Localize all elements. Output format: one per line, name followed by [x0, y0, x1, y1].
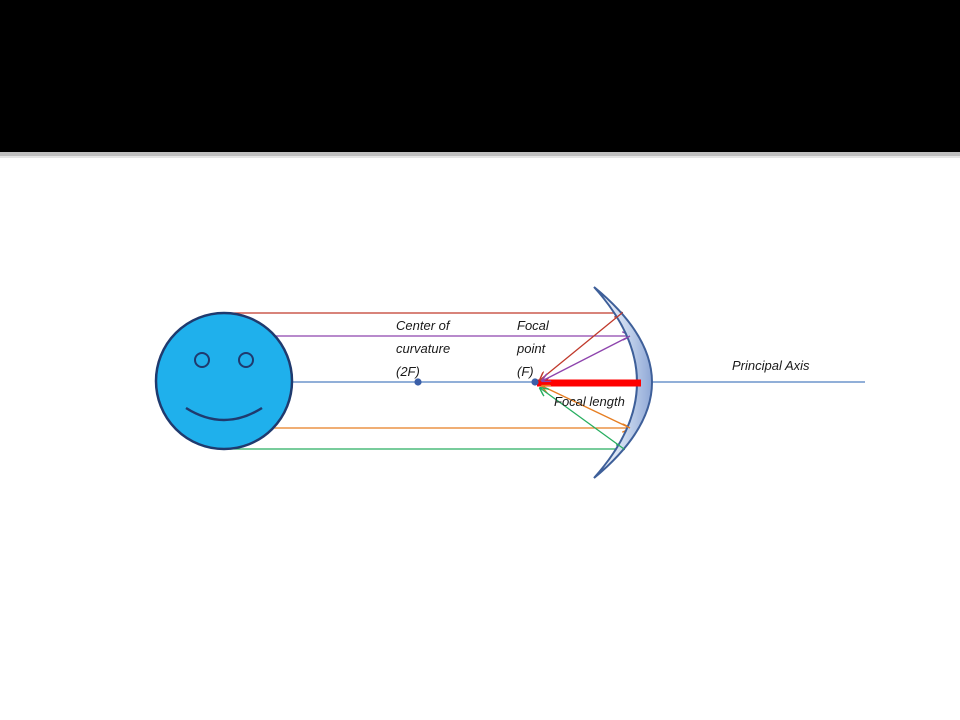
focal-point-label-line2: point	[516, 341, 547, 356]
title-divider-highlight	[0, 156, 960, 158]
principal-axis-label: Principal Axis	[732, 358, 810, 373]
concave-mirror	[593, 286, 653, 479]
focal-point-label-line1: Focal	[517, 318, 550, 333]
focal-point-label-line3: (F)	[517, 364, 534, 379]
ray-purple-reflected	[542, 335, 631, 381]
center-of-curvature-label-line1: Center of	[396, 318, 451, 333]
focal-point-dot	[531, 378, 539, 386]
face-right-eye	[238, 352, 254, 368]
title-bar	[0, 0, 960, 152]
center-of-curvature-label-line3: (2F)	[396, 364, 420, 379]
face-circle	[154, 311, 294, 451]
ray-green-reflected	[540, 388, 625, 450]
face-left-eye	[194, 352, 210, 368]
center-of-curvature-label-line2: curvature	[396, 341, 450, 356]
title-divider	[0, 152, 960, 156]
ray-red-reflected	[540, 312, 623, 380]
center-of-curvature-point	[414, 378, 422, 386]
focal-length-label: Focal length	[554, 394, 625, 409]
smiley-face-object	[154, 311, 294, 451]
face-smile	[185, 406, 263, 422]
ray-orange-reflected	[542, 386, 631, 429]
